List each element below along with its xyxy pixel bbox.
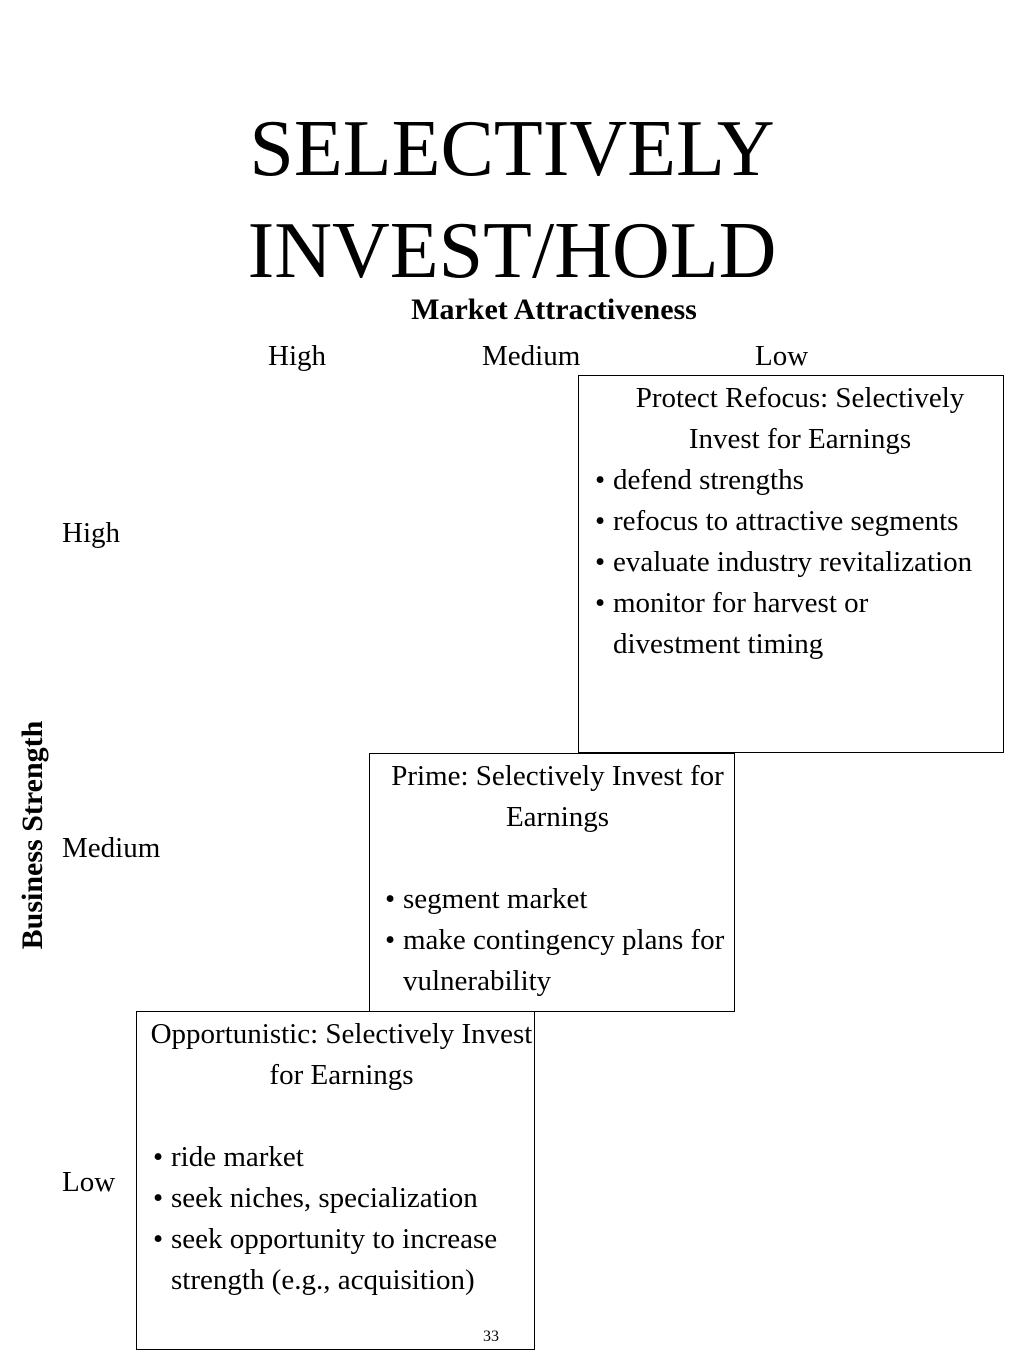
list-item: evaluate industry revitalization xyxy=(591,542,995,583)
protect-refocus-list: defend strengths refocus to attractive s… xyxy=(591,460,995,665)
protect-refocus-heading: Protect Refocus: Selectively Invest for … xyxy=(635,382,965,455)
opportunistic-list: ride market seek niches, specialization … xyxy=(149,1137,534,1301)
x-level-high: High xyxy=(268,340,326,372)
y-level-low: Low xyxy=(62,1166,116,1198)
list-item: seek opportunity to increase strength (e… xyxy=(149,1219,534,1301)
prime-box: Prime: Selectively Invest for Earnings s… xyxy=(369,753,735,1012)
page-number: 33 xyxy=(483,1328,499,1345)
protect-refocus-box: Protect Refocus: Selectively Invest for … xyxy=(578,375,1004,753)
opportunistic-heading: Opportunistic: Selectively Invest for Ea… xyxy=(150,1018,533,1091)
list-item: defend strengths xyxy=(591,460,995,501)
page-title: SELECTIVELY INVEST/HOLD xyxy=(0,98,1024,302)
list-item: segment market xyxy=(381,879,734,920)
list-item: ride market xyxy=(149,1137,534,1178)
list-item: monitor for harvest or divestment timing xyxy=(591,583,995,665)
prime-list: segment market make contingency plans fo… xyxy=(381,879,734,1002)
x-level-low: Low xyxy=(755,340,809,372)
list-item: refocus to attractive segments xyxy=(591,501,995,542)
spacer xyxy=(381,838,734,879)
title-line-1: SELECTIVELY xyxy=(249,105,775,193)
y-level-medium: Medium xyxy=(62,832,161,864)
prime-heading: Prime: Selectively Invest for Earnings xyxy=(391,760,724,833)
spacer xyxy=(149,1096,534,1137)
x-level-medium: Medium xyxy=(482,340,581,372)
x-axis-title: Market Attractiveness xyxy=(411,293,697,326)
opportunistic-box: Opportunistic: Selectively Invest for Ea… xyxy=(136,1011,535,1350)
list-item: seek niches, specialization xyxy=(149,1178,534,1219)
list-item: make contingency plans for vulnerability xyxy=(381,920,734,1002)
y-level-high: High xyxy=(62,517,120,549)
y-axis-title: Business Strength xyxy=(16,720,49,950)
title-line-2: INVEST/HOLD xyxy=(247,207,777,295)
